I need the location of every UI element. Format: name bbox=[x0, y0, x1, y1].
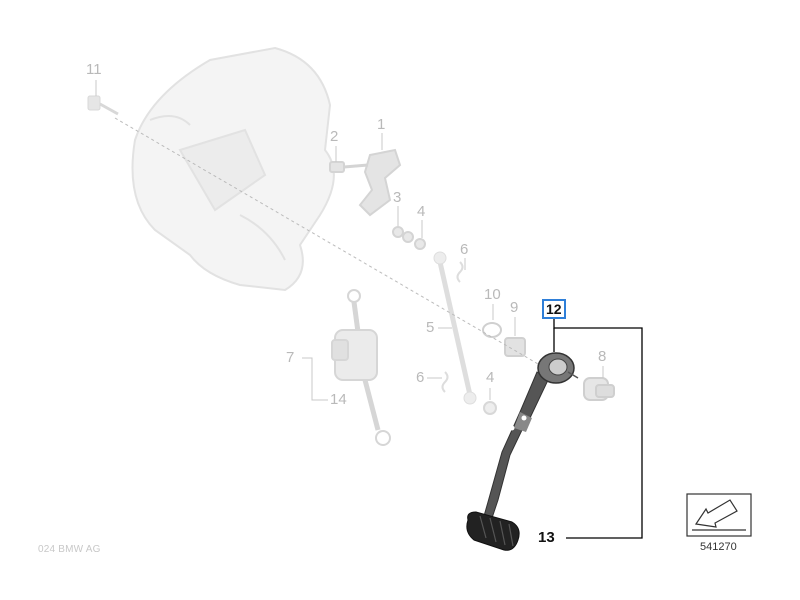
faded-washer-4-lower bbox=[483, 401, 497, 415]
callout-10: 10 bbox=[484, 286, 501, 303]
callout-4-upper: 4 bbox=[417, 203, 426, 220]
faded-shock-7 bbox=[331, 289, 391, 446]
shift-lever bbox=[483, 352, 579, 519]
faded-leader-lines bbox=[95, 80, 604, 401]
diagram-code: 541270 bbox=[700, 541, 737, 553]
faded-axis-line bbox=[114, 117, 546, 369]
callout-4-lower: 4 bbox=[486, 369, 495, 386]
callout-7: 7 bbox=[286, 349, 295, 366]
callout-2: 2 bbox=[330, 128, 339, 145]
faded-bracket-1 bbox=[329, 148, 402, 217]
callout-13[interactable]: 13 bbox=[538, 529, 555, 546]
callout-3: 3 bbox=[393, 189, 402, 206]
callout-1: 1 bbox=[377, 116, 386, 133]
callout-6-lower: 6 bbox=[416, 369, 425, 386]
diagram-code-icon bbox=[686, 493, 752, 537]
callout-5: 5 bbox=[426, 319, 435, 336]
faded-bolt-8 bbox=[583, 377, 615, 401]
callout-14: 14 bbox=[330, 391, 347, 408]
callout-9: 9 bbox=[510, 299, 519, 316]
active-leader-lines bbox=[553, 318, 643, 539]
faded-bolt-11 bbox=[87, 95, 119, 116]
copyright-text: 024 BMW AG bbox=[38, 544, 101, 555]
rubber-foot-peg bbox=[466, 511, 520, 551]
faded-washer-bushing bbox=[482, 322, 526, 357]
faded-small-parts bbox=[392, 226, 426, 250]
callout-8: 8 bbox=[598, 348, 607, 365]
faded-rod-5 bbox=[433, 251, 477, 405]
callout-12[interactable]: 12 bbox=[542, 299, 566, 319]
callout-11: 11 bbox=[86, 61, 102, 78]
faded-housing bbox=[131, 46, 335, 292]
callout-6-upper: 6 bbox=[460, 241, 469, 258]
faded-spring-6 bbox=[441, 261, 464, 393]
